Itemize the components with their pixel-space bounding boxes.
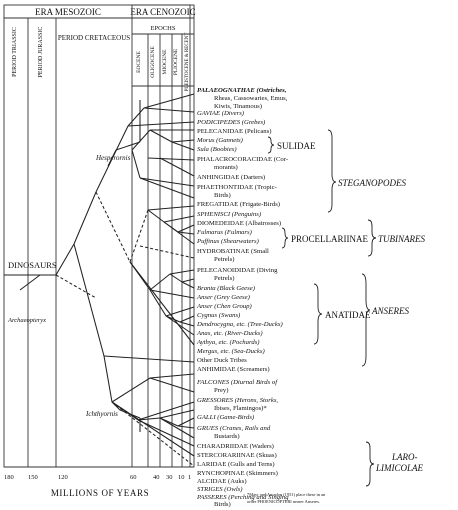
group-braces: SULIDAE STEGANOPODES PROCELLARIINAE TUBI… <box>267 129 425 487</box>
tick-180: 180 <box>4 474 14 481</box>
pleistocene-label: PLEISTOCENE & RECENT <box>185 33 190 92</box>
phylogeny-tree <box>4 93 195 467</box>
taxa-list: PALAEOGNATHAE (Ostriches, Rheas, Cassowa… <box>196 87 290 508</box>
tick-1: 1 <box>188 474 191 481</box>
taxon-palaeognathae: PALAEOGNATHAE (Ostriches, Rheas, Cassowa… <box>197 87 289 110</box>
time-scale-header: ERA MESOZOIC ERA CENOZOIC EPOCHS PERIOD … <box>3 4 196 468</box>
taxon-sphenisci: SPHENISCI (Penguins) <box>197 211 262 218</box>
taxon-fulmarus: Fulmarus (Fulmars) <box>196 229 253 236</box>
taxon-mergus: Mergus, etc. (Sea-Ducks) <box>196 348 265 355</box>
tick-10: 10 <box>178 474 185 481</box>
taxon-pelecanidae: PELECANIDAE (Pelicans) <box>197 128 271 135</box>
ichthyornis-label: Ichthyornis <box>85 410 118 418</box>
period-jurassic-label: PERIOD JURASSIC <box>38 27 44 78</box>
group-laro-label-2: LIMICOLAE <box>375 463 424 473</box>
oligocene-label: OLIGOCENE <box>150 46 156 78</box>
tick-120: 120 <box>58 474 68 481</box>
taxon-diomedeidae: DIOMEDEIDAE (Albatrosses) <box>197 220 281 227</box>
taxon-anhimidae: ANHIMIDAE (Screamers) <box>197 366 270 373</box>
taxon-phaethontidae: PHAETHONTIDAE (Tropic- Birds) <box>197 184 278 199</box>
axis-title: MILLIONS OF YEARS <box>51 488 149 498</box>
taxon-fregatidae: FREGATIDAE (Frigate-Birds) <box>197 201 280 208</box>
archaeopteryx-label: Archaeopteryx <box>7 317 46 324</box>
taxon-branta: Branta (Black Geese) <box>197 285 256 292</box>
group-anatidae-label: ANATIDAE <box>325 310 371 320</box>
taxon-stercorariinae: STERCORARIINAE (Skuas) <box>197 452 277 459</box>
taxon-gressores: GRESSORES (Herons, Storks, Ibises, Flami… <box>197 397 280 412</box>
taxon-galli: GALLI (Game-Birds) <box>197 414 255 421</box>
taxon-anser-grey: Anser (Grey Geese) <box>196 294 251 301</box>
taxon-cygnus: Cygnus (Swans) <box>197 312 241 319</box>
group-laro-label-1: LARO- <box>391 452 418 462</box>
taxon-anser-chen: Anser (Chen Group) <box>196 303 253 310</box>
taxon-anas: Anas, etc. (River-Ducks) <box>196 330 263 337</box>
tick-150: 150 <box>28 474 38 481</box>
taxon-hydrobatinae: HYDROBATINAE (Small Petrels) <box>197 248 271 263</box>
pliocene-label: PLIOCENE <box>173 48 179 75</box>
time-axis: 180 150 120 60 40 30 10 1 MILLIONS OF YE… <box>4 466 194 498</box>
taxon-phalacrocoracidae: PHALACROCORACIDAE (Cor- morants) <box>197 156 290 171</box>
tick-40: 40 <box>153 474 160 481</box>
taxon-dendrocygna: Dendrocygna, etc. (Tree-Ducks) <box>196 321 283 328</box>
group-tubinares-label: TUBINARES <box>378 234 425 244</box>
taxon-falcones: FALCONES (Diurnal Birds of Prey) <box>196 379 279 394</box>
taxon-alcidae: ALCIDAE (Auks) <box>197 478 247 485</box>
footnote-line-2: order PHOENICOPTERI nearer Anseres. <box>247 499 320 504</box>
group-anseres-label: ANSERES <box>371 306 409 316</box>
taxon-pelecanoididae: PELECANOIDIDAE (Diving Petrels) <box>197 267 279 282</box>
period-cretaceous-label: PERIOD CRETACEOUS <box>58 34 130 42</box>
taxon-gaviae: GAVIAE (Divers) <box>197 110 245 117</box>
taxon-sula: Sula (Boobies) <box>197 146 237 153</box>
taxon-anhingidae: ANHINGIDAE (Darters) <box>197 174 265 181</box>
dinosaurs-label: DINOSAURS <box>8 260 57 270</box>
period-triassic-label: PERIOD TRIASSIC <box>12 27 18 77</box>
era-cenozoic-label: ERA CENOZOIC <box>130 7 195 17</box>
taxon-aythya: Aythya, etc. (Pochards) <box>196 339 260 346</box>
taxon-other-duck-tribes: Other Duck Tribes <box>197 357 247 364</box>
era-mesozoic-label: ERA MESOZOIC <box>35 7 101 17</box>
group-steganopodes-label: STEGANOPODES <box>338 178 406 188</box>
taxon-puffinus: Puffinus (Shearwaters) <box>196 238 260 245</box>
taxon-laridae: LARIDAE (Gulls and Terns) <box>197 461 275 468</box>
epochs-label: EPOCHS <box>151 25 176 32</box>
taxon-grues: GRUES (Cranes, Rails and Bustards) <box>197 425 272 440</box>
group-sulidae-label: SULIDAE <box>277 141 316 151</box>
taxon-podicipedes: PODICIPEDES (Grebes) <box>196 119 266 126</box>
taxon-charadriidae: CHARADRIIDAE (Waders) <box>197 443 274 450</box>
taxon-rynchopinae: RYNCHOPINAE (Skimmers) <box>197 470 278 477</box>
tick-60: 60 <box>130 474 137 481</box>
taxon-morus: Morus (Gannets) <box>196 137 244 144</box>
group-procellariinae-label: PROCELLARIINAE <box>291 234 368 244</box>
miocene-label: MIOCENE <box>162 49 168 75</box>
taxon-passeres: PASSERES (Perching and Singing Birds) <box>196 494 290 508</box>
tick-30: 30 <box>166 474 173 481</box>
taxon-striges: STRIGES (Owls) <box>197 486 243 493</box>
footnote-line-1: *Mayr and Amadon (1951) place these in a… <box>247 492 326 497</box>
eocene-label: EOCENE <box>136 51 142 73</box>
